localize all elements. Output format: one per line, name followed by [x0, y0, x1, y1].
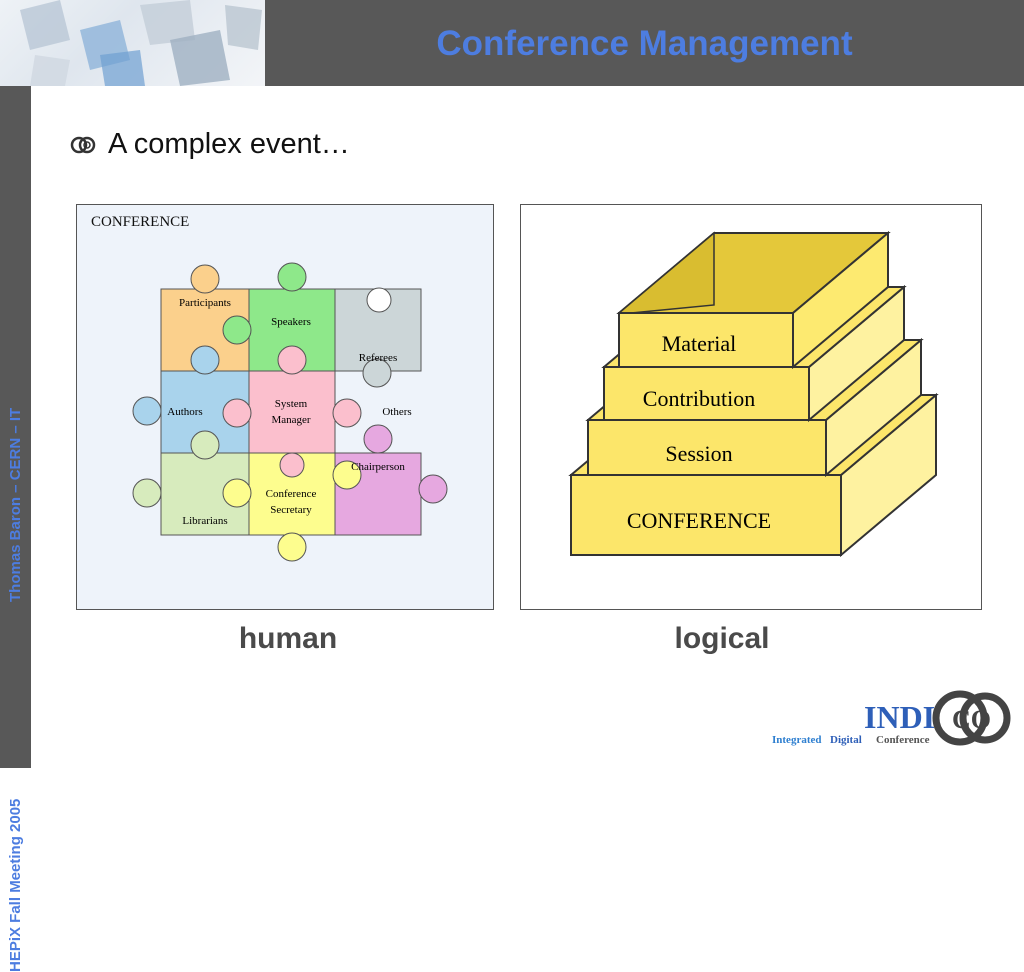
box-level-material — [616, 230, 891, 370]
indico-logo-art: INDI CO Integrated Digital Conference — [772, 690, 1011, 746]
side-bar: Thomas Baron – CERN – IT HEPiX Fall Meet… — [0, 86, 31, 972]
puzzle-piece-referees — [334, 287, 422, 388]
label-chairperson: Chairperson — [351, 461, 405, 473]
label-conference-level: CONFERENCE — [627, 508, 771, 533]
label-secretary-2: Secretary — [270, 504, 312, 516]
side-meeting-text: HEPiX Fall Meeting 2005 — [7, 798, 24, 972]
human-puzzle-panel: CONFERENCE — [76, 204, 494, 610]
label-referees: Referees — [359, 352, 397, 364]
stacked-boxes-diagram: Material Contribution Session CONFERENCE — [568, 230, 939, 558]
bullet-item: A complex event… — [70, 128, 350, 161]
label-librarians: Librarians — [182, 515, 227, 527]
puzzle-piece-system-manager — [222, 345, 362, 454]
indico-logo: INDI CO Integrated Digital Conference — [770, 688, 1015, 754]
logo-co-text: CO — [952, 705, 991, 734]
label-authors: Authors — [167, 406, 202, 418]
label-contribution: Contribution — [643, 386, 755, 411]
puzzle-diagram: Participants Speakers Referees Authors S… — [132, 262, 448, 562]
header-cubes-art — [20, 0, 262, 86]
logo-tag-digital: Digital — [830, 734, 862, 746]
label-participants: Participants — [179, 297, 231, 309]
logo-tag-integrated: Integrated — [772, 734, 822, 746]
indico-co-bullet-icon — [70, 136, 96, 153]
puzzle-piece-conference-secretary — [222, 452, 362, 562]
logo-tag-conference: Conference — [876, 734, 930, 746]
header-bar — [265, 0, 1024, 86]
label-secretary-1: Conference — [266, 488, 317, 500]
label-material: Material — [662, 331, 737, 356]
logo-indi-text: INDI — [864, 699, 935, 735]
label-session: Session — [665, 441, 732, 466]
slide-title: Conference Management — [436, 24, 853, 63]
label-others: Others — [382, 406, 411, 418]
logical-stack-panel: Material Contribution Session CONFERENCE — [520, 204, 982, 610]
caption-human: human — [238, 622, 338, 655]
header-decoration — [0, 0, 265, 86]
label-system-1: System — [275, 398, 308, 410]
puzzle-heading: CONFERENCE — [91, 214, 190, 230]
label-system-2: Manager — [271, 414, 310, 426]
label-speakers: Speakers — [271, 316, 311, 328]
caption-logical: logical — [674, 622, 770, 655]
puzzle-piece-chairperson — [334, 424, 448, 536]
bullet-text: A complex event… — [108, 128, 350, 160]
